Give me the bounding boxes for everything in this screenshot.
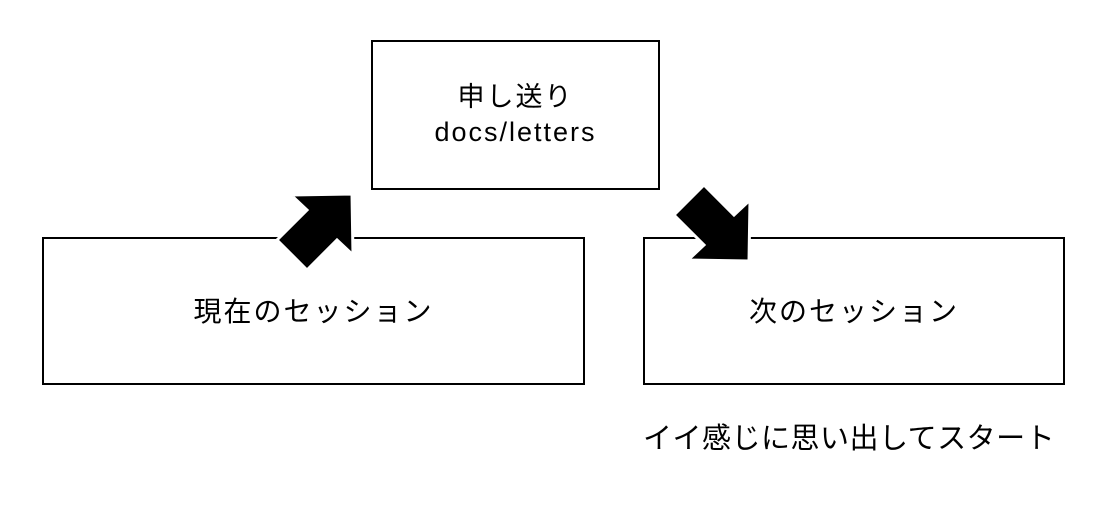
handoff-docs-box-line2: docs/letters xyxy=(434,117,597,147)
current-session-box: 現在のセッション xyxy=(42,237,585,385)
handoff-docs-box-label: 申し送り docs/letters xyxy=(434,80,596,150)
current-session-label: 現在のセッション xyxy=(193,295,434,327)
caption-text: イイ感じに思い出してスタート xyxy=(643,423,1056,455)
handoff-docs-box-line1: 申し送り xyxy=(457,82,574,112)
next-session-box: 次のセッション xyxy=(643,237,1065,385)
handoff-docs-box: 申し送り docs/letters xyxy=(371,40,660,190)
next-session-label: 次のセッション xyxy=(748,295,959,327)
